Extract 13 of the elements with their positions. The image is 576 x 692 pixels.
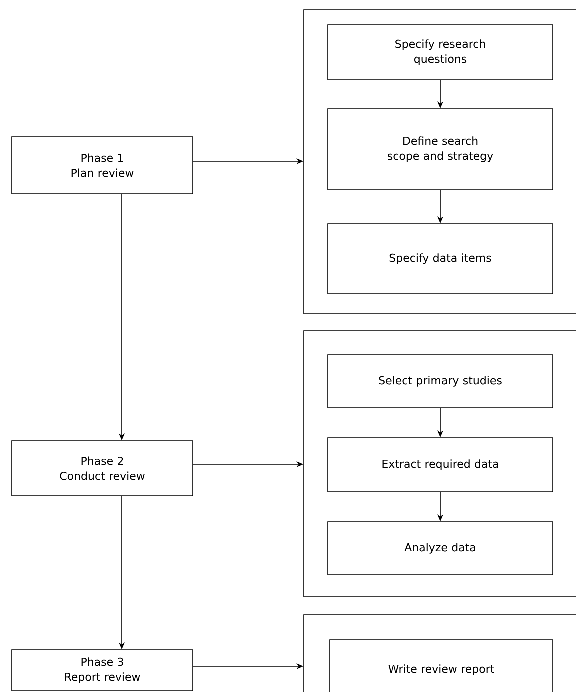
process-box: Analyze data <box>328 522 554 576</box>
phase-box: Phase 2 Conduct review <box>12 440 194 496</box>
phase-box: Phase 1 Plan review <box>12 136 194 194</box>
process-box: Specify data items <box>328 224 554 294</box>
process-box: Define search scope and strategy <box>328 108 554 190</box>
process-box: Specify research questions <box>328 24 554 80</box>
group-box <box>304 330 576 598</box>
process-box: Extract required data <box>328 438 554 492</box>
phase-box: Phase 3 Report review <box>12 650 194 692</box>
group-box <box>304 10 576 314</box>
group-box <box>304 614 576 692</box>
process-box: Write review report <box>330 640 554 692</box>
process-box: Select primary studies <box>328 354 554 408</box>
